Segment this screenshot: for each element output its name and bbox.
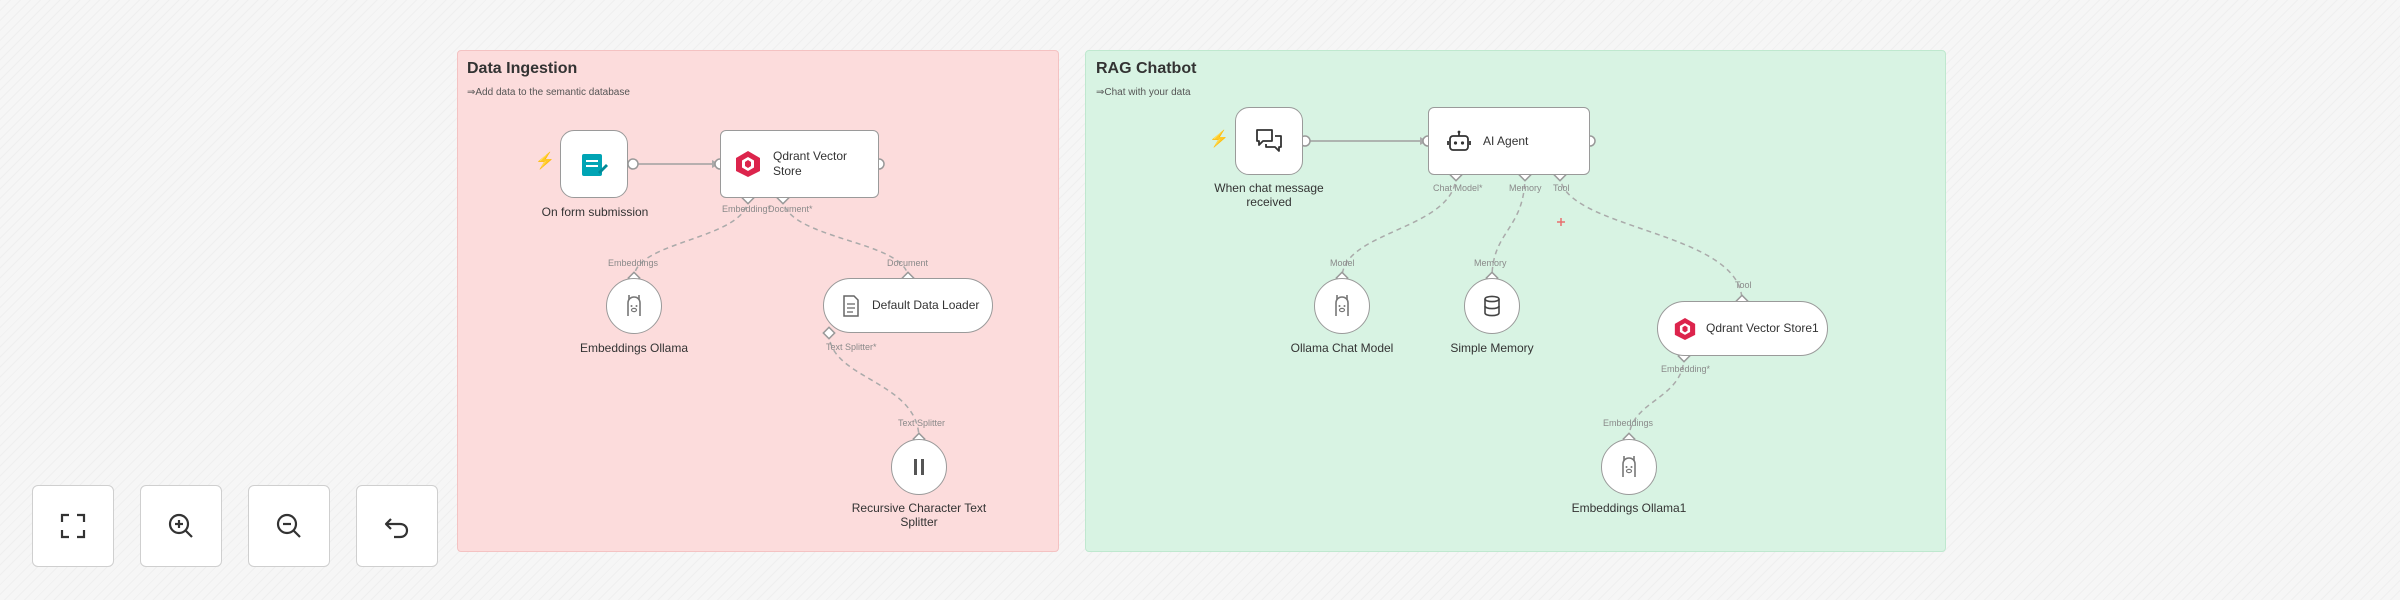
connection-chat-model [1341, 174, 1457, 279]
node-default-data-loader[interactable]: Default Data Loader [823, 278, 993, 333]
port-label: Tool [1553, 183, 1570, 193]
node-label: Ollama Chat Model [1290, 341, 1394, 355]
node-form-trigger[interactable] [560, 130, 628, 198]
node-ai-agent[interactable]: AI Agent [1428, 107, 1590, 175]
undo-icon [384, 518, 409, 539]
node-text-splitter[interactable] [891, 439, 947, 495]
group-subtitle: ⇒Chat with your data [1096, 87, 1191, 98]
add-tool-plus-icon[interactable] [1557, 218, 1565, 226]
connection-embeddings1 [1628, 355, 1685, 440]
port-label: Document [887, 258, 929, 268]
zoom-out-icon [276, 513, 301, 538]
port-label: Memory [1509, 183, 1542, 193]
node-label: Embeddings Ollama1 [1571, 501, 1687, 515]
trigger-bolt-icon: ⚡ [535, 153, 555, 170]
node-title: AI Agent [1483, 133, 1529, 148]
node-label: Embeddings Ollama [579, 341, 689, 355]
port-label: Chat Model* [1433, 183, 1483, 193]
port-label: Model [1330, 258, 1355, 268]
port-label: Text Splitter* [826, 342, 877, 352]
port-label: Embeddings [608, 258, 659, 268]
connection-embedding [633, 197, 749, 279]
zoom-out-button[interactable] [248, 485, 330, 567]
fit-view-icon [60, 513, 86, 539]
ollama-icon [627, 295, 641, 316]
node-label: Simple Memory [1450, 341, 1534, 355]
port-label: Embedding* [1661, 364, 1711, 374]
group-subtitle: ⇒Add data to the semantic database [467, 87, 630, 98]
node-qdrant-vector-store[interactable]: Qdrant Vector Store [720, 130, 879, 198]
node-ollama-chat-model[interactable] [1314, 278, 1370, 334]
node-simple-memory[interactable] [1464, 278, 1520, 334]
form-icon [582, 154, 608, 176]
qdrant-icon [736, 151, 760, 177]
node-embeddings-ollama[interactable] [606, 278, 662, 334]
port-label: Tool [1735, 280, 1752, 290]
group-title: RAG Chatbot [1096, 60, 1197, 77]
reset-zoom-button[interactable] [356, 485, 438, 567]
port-label: Embedding* [722, 204, 772, 214]
connection-text-splitter [828, 332, 920, 440]
node-embeddings-ollama1[interactable] [1601, 439, 1657, 495]
chat-icon [1256, 129, 1282, 152]
trigger-bolt-icon: ⚡ [1209, 131, 1229, 148]
port-text-splitter-out [822, 326, 836, 340]
port-output [627, 158, 639, 170]
qdrant-icon [1674, 317, 1696, 340]
port-label: Memory [1474, 258, 1507, 268]
node-chat-trigger[interactable] [1235, 107, 1303, 175]
robot-icon [1447, 130, 1471, 151]
node-title: Qdrant Vector Store [773, 149, 848, 178]
zoom-in-icon [168, 513, 193, 538]
port-label: Text Splitter [898, 418, 946, 428]
split-icon [914, 459, 924, 475]
node-title: Default Data Loader [872, 298, 980, 312]
database-icon [1484, 295, 1500, 317]
port-label: Embeddings [1603, 418, 1654, 428]
zoom-in-button[interactable] [140, 485, 222, 567]
port-label: Document* [768, 204, 813, 214]
document-icon [843, 294, 859, 317]
ollama-icon [1622, 456, 1636, 477]
fit-view-button[interactable] [32, 485, 114, 567]
ollama-icon [1335, 295, 1349, 316]
node-label: Recursive Character Text Splitter [851, 501, 987, 529]
node-title: Qdrant Vector Store1 [1706, 321, 1819, 335]
connection-tool [1559, 174, 1743, 302]
node-qdrant-vector-store1[interactable]: Qdrant Vector Store1 [1657, 301, 1828, 356]
connection-memory [1491, 174, 1526, 279]
node-label: When chat message received [1214, 181, 1324, 209]
group-title: Data Ingestion [467, 60, 578, 77]
node-label: On form submission [541, 205, 649, 219]
